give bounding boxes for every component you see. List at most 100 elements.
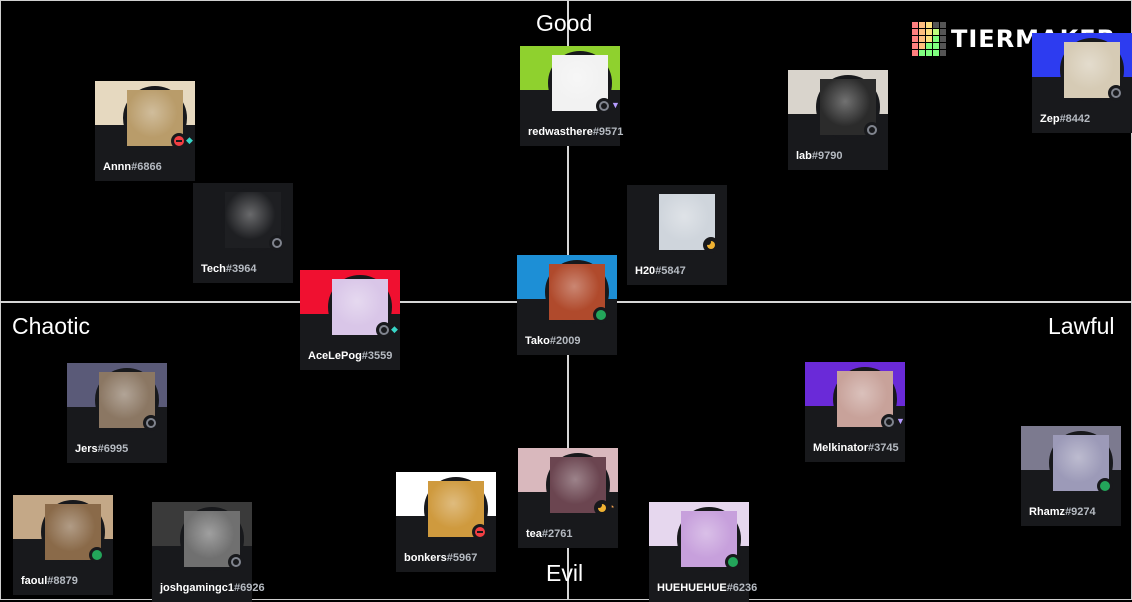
username-name: redwasthere bbox=[528, 126, 593, 138]
username-tag: #3964 bbox=[225, 263, 257, 275]
username: HUEHUEHUE#6236 bbox=[657, 582, 757, 594]
username-tag: #9274 bbox=[1065, 506, 1096, 518]
username-tag: #8879 bbox=[47, 575, 78, 587]
user-card-h20[interactable]: H20#5847 bbox=[627, 185, 727, 285]
logo-grid-icon bbox=[912, 22, 946, 56]
axis-label-evil: Evil bbox=[546, 560, 584, 586]
user-card-acelepog[interactable]: ◆ AceLePog#3559 bbox=[300, 270, 400, 370]
username-tag: #5967 bbox=[446, 552, 478, 564]
user-card-redwasthere[interactable]: ▼ redwasthere#9571 bbox=[520, 46, 623, 146]
status-online-icon bbox=[725, 554, 741, 570]
avatar bbox=[180, 507, 244, 571]
username-tag: #6866 bbox=[131, 161, 162, 173]
user-card-tea[interactable]: ◔ tea#2761 bbox=[518, 448, 618, 548]
user-card-lab[interactable]: lab#9790 bbox=[788, 70, 888, 170]
status-online-icon bbox=[1097, 478, 1113, 494]
status-dnd-icon bbox=[171, 133, 187, 149]
username: faoul#8879 bbox=[21, 575, 78, 587]
axis-label-lawful: Lawful bbox=[1048, 313, 1115, 339]
avatar-image bbox=[184, 511, 240, 567]
avatar-image bbox=[225, 192, 281, 248]
username-name: AceLePog bbox=[308, 350, 362, 362]
avatar bbox=[545, 260, 609, 324]
username: bonkers#5967 bbox=[404, 552, 477, 564]
username: Jers#6995 bbox=[75, 443, 128, 455]
username: AceLePog#3559 bbox=[308, 350, 392, 362]
avatar bbox=[123, 86, 187, 150]
status-online-icon bbox=[593, 307, 609, 323]
user-card-bonkers[interactable]: bonkers#5967 bbox=[396, 472, 496, 572]
username-tag: #5847 bbox=[655, 265, 686, 277]
username-name: Annn bbox=[103, 161, 132, 173]
username-name: Tako bbox=[525, 335, 550, 347]
avatar bbox=[424, 477, 488, 541]
user-card-tech[interactable]: Tech#3964 bbox=[193, 183, 293, 283]
username-name: lab bbox=[796, 150, 812, 162]
username: Rhamz#9274 bbox=[1029, 506, 1096, 518]
username: redwasthere#9571 bbox=[528, 126, 623, 138]
username-name: H20 bbox=[635, 265, 656, 277]
username: Tech#3964 bbox=[201, 263, 256, 275]
user-card-joshgamingc1[interactable]: joshgamingc1#6926 bbox=[152, 502, 265, 602]
avatar bbox=[221, 188, 285, 252]
username-name: bonkers bbox=[404, 552, 447, 564]
username: Melkinator#3745 bbox=[813, 442, 899, 454]
username-name: Zep bbox=[1040, 113, 1060, 125]
profile-badge-icon: ◆ bbox=[186, 135, 193, 145]
username: Zep#8442 bbox=[1040, 113, 1090, 125]
profile-badge-icon: ◔ bbox=[609, 502, 615, 512]
status-offline-icon bbox=[596, 98, 612, 114]
status-dnd-icon bbox=[472, 524, 488, 540]
status-offline-icon bbox=[143, 415, 159, 431]
avatar bbox=[328, 275, 392, 339]
status-offline-icon bbox=[228, 554, 244, 570]
username-name: joshgamingc1 bbox=[160, 582, 234, 594]
status-offline-icon bbox=[376, 322, 392, 338]
status-idle-icon bbox=[703, 237, 719, 253]
user-card-rhamz[interactable]: Rhamz#9274 bbox=[1021, 426, 1121, 526]
profile-badge-icon: ▼ bbox=[611, 100, 620, 110]
username-name: Jers bbox=[75, 443, 98, 455]
username: H20#5847 bbox=[635, 265, 686, 277]
username: joshgamingc1#6926 bbox=[160, 582, 265, 594]
username-tag: #6995 bbox=[97, 443, 129, 455]
user-card-melkinator[interactable]: ▼ Melkinator#3745 bbox=[805, 362, 905, 462]
username-tag: #3745 bbox=[868, 442, 899, 454]
profile-badge-icon: ▼ bbox=[896, 416, 905, 426]
username: Annn#6866 bbox=[103, 161, 162, 173]
username: Tako#2009 bbox=[525, 335, 580, 347]
user-card-tako[interactable]: Tako#2009 bbox=[517, 255, 617, 355]
status-offline-icon bbox=[1108, 85, 1124, 101]
username: tea#2761 bbox=[526, 528, 573, 540]
status-offline-icon bbox=[881, 414, 897, 430]
status-online-icon bbox=[89, 547, 105, 563]
user-card-huehuehue[interactable]: HUEHUEHUE#6236 bbox=[649, 502, 757, 602]
username-tag: #8442 bbox=[1059, 113, 1091, 125]
status-offline-icon bbox=[864, 122, 880, 138]
username-tag: #6926 bbox=[233, 582, 265, 594]
user-card-zep[interactable]: Zep#8442 bbox=[1032, 33, 1132, 133]
axis-label-good: Good bbox=[536, 10, 593, 36]
username-tag: #6236 bbox=[726, 582, 758, 594]
axis-label-chaotic: Chaotic bbox=[12, 313, 90, 339]
profile-badge-icon: ◆ bbox=[391, 324, 398, 334]
username-name: Tech bbox=[201, 263, 226, 275]
status-idle-icon bbox=[594, 500, 610, 516]
username-tag: #9790 bbox=[811, 150, 843, 162]
avatar-image bbox=[428, 481, 484, 537]
username-name: Melkinator bbox=[813, 442, 869, 454]
username-tag: #3559 bbox=[361, 350, 393, 362]
status-offline-icon bbox=[269, 235, 285, 251]
user-card-annn[interactable]: ◆ Annn#6866 bbox=[95, 81, 195, 181]
username: lab#9790 bbox=[796, 150, 843, 162]
username-tag: #2761 bbox=[541, 528, 573, 540]
username-name: Rhamz bbox=[1029, 506, 1066, 518]
username-tag: #2009 bbox=[549, 335, 581, 347]
user-card-faoul[interactable]: faoul#8879 bbox=[13, 495, 113, 595]
user-card-jers[interactable]: Jers#6995 bbox=[67, 363, 167, 463]
username-name: tea bbox=[526, 528, 542, 540]
username-name: HUEHUEHUE bbox=[657, 582, 727, 594]
username-tag: #9571 bbox=[592, 126, 624, 138]
username-name: faoul bbox=[21, 575, 48, 587]
